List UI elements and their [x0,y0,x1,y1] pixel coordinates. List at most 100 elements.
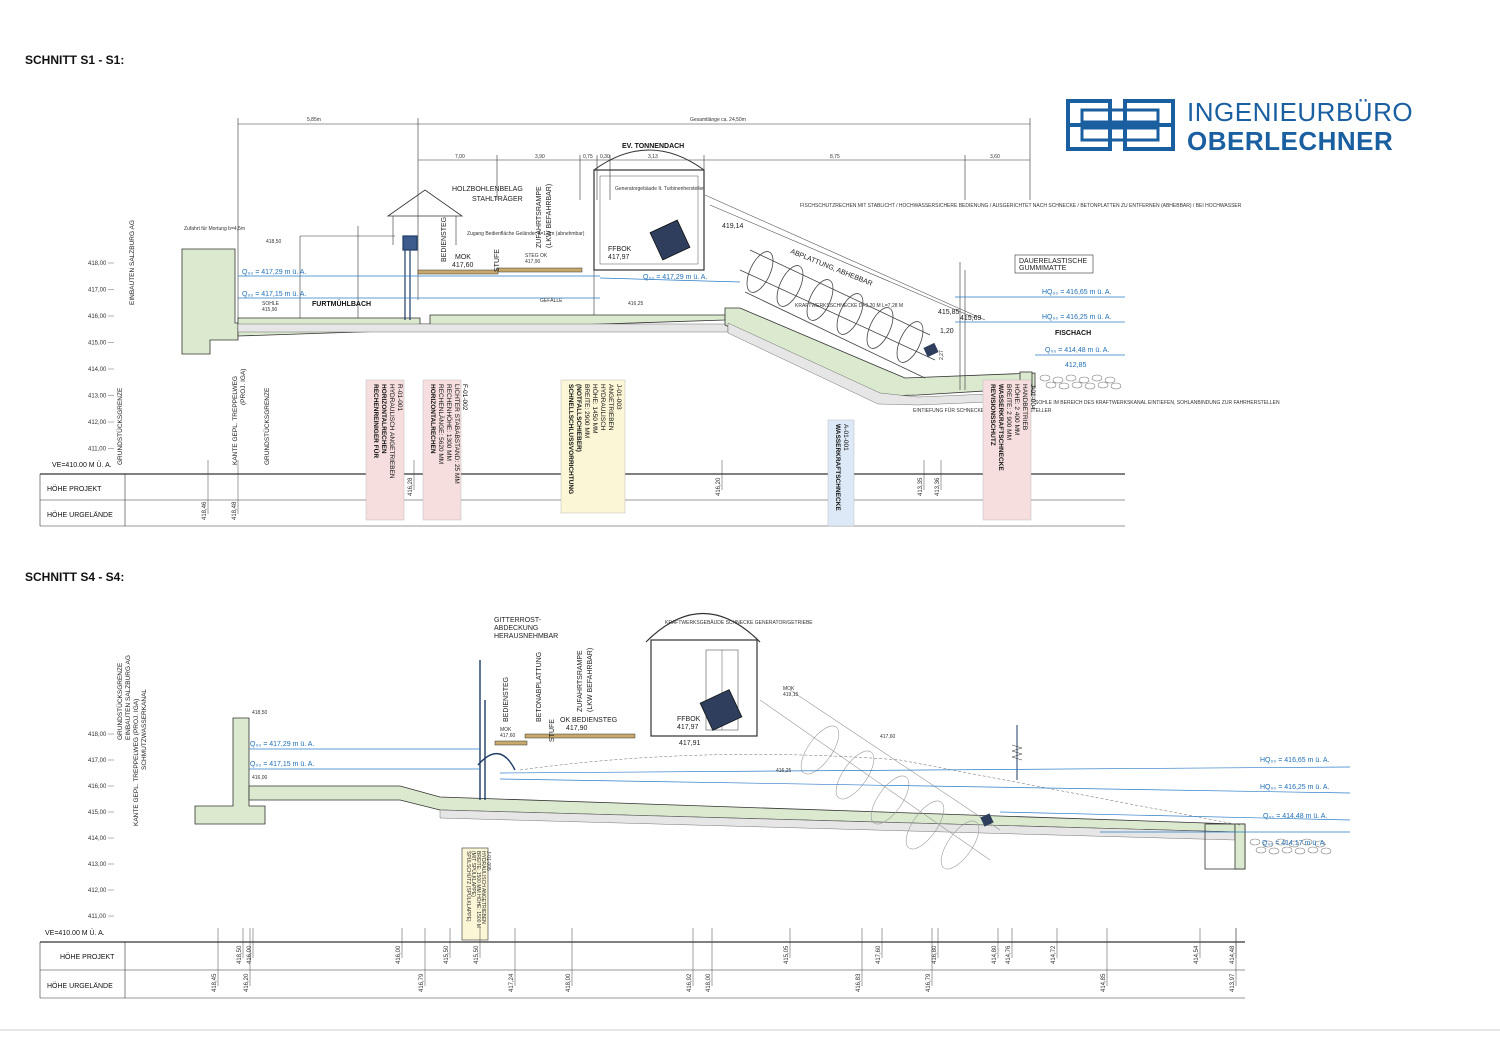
s2-hq2: HQ₀₀ = 416,25 m ü. A. [1260,784,1329,791]
s1-dim-030: 0,30 [600,154,610,160]
s1-furtmuehlbach: FURTMÜHLBACH [312,299,371,308]
s1-box-line: HYDRAULISCH ANGETRIEBEN [388,384,395,479]
s1-grundstueck-right: GRUNDSTÜCKSGRENZE [263,387,271,465]
s2-bediensteg: BEDIENSTEG [503,677,510,722]
section2-title: SCHNITT S4 - S4: [25,570,124,584]
s2-zufahrt1: ZUFAHRTSRAMPE [577,650,584,712]
s1-box-line: REVISIONSSCHUTZ [989,384,996,446]
s1-stufe: STUFE [494,249,501,272]
s1-y-tick: 417,00 [88,288,107,294]
s2-ffbok-val: 417,97 [677,724,699,731]
s2-mok: MOK [783,686,795,692]
logo-mark-icon [1066,99,1175,151]
s1-box-line: RECHENREINIGER FÜR [372,384,381,458]
s2-y-tick: 411,00 [88,914,107,920]
company-logo: INGENIEURBÜRO OBERLECHNER [1066,97,1413,156]
s1-dim-700: 7,00 [455,154,465,160]
s1-zugang: Zugang Bedienfläche Geländer h=1,0m (abn… [467,231,585,237]
s2-mok2: MOK [500,727,512,733]
s1-dim-390: 3,90 [535,154,545,160]
s2-box-line: J-01-005 [485,851,491,871]
s1-component-box [827,419,855,527]
s2-q1: Q₀₀ = 417,29 m ü. A. [250,741,314,748]
s1-box-line: HANDBETRIEB [1021,384,1028,430]
s2-y-tick: 413,00 [88,862,107,868]
s1-dim-313: 3,13 [648,154,658,160]
s2-station-value: 416,79 [926,973,932,992]
s2-elev-41417: Q₀₀ = 414,17 m ü. A. [1262,840,1326,847]
s1-station-value: 418,48 [232,501,238,520]
s1-fischach: FISCHACH [1055,330,1091,337]
s2-okbed: OK BEDIENSTEG [560,717,617,724]
s1-box-line: BREITE: 2 900 MM [1005,384,1012,440]
s1-box-line: HORIZONTALRECHEN [380,384,387,454]
s2-y-tick: 414,00 [88,836,107,842]
s2-box-line: HYDRAULISCH ANGETRIEBEN [480,851,486,924]
s1-box-line: (NOTFALLSCHIEBER) [575,384,582,452]
s2-spuel-box [461,847,489,941]
s1-station-value: 413,36 [935,477,941,496]
s1-box-line: J-01-003 [615,384,622,410]
s1-kante2: (PROJ. IGA) [240,369,247,405]
s1-water-lines [238,275,1125,356]
s1-q3: Q₀₀ = 417,29 m ü. A. [643,274,707,281]
s2-station-value: 417,24 [509,973,515,992]
s1-station-value: 416,28 [408,477,414,496]
s1-q1: Q₀₀ = 417,29 m ü. A. [242,269,306,276]
s2-profile-table [0,941,1500,1031]
s2-station-value: 415,50 [474,945,480,964]
s1-ve: VE=410.00 M Ü. A. [52,461,112,469]
s2-labels: GITTERROST- ABDECKUNG HERAUSNEHMBAR BEDI… [116,617,1326,847]
s1-note-block: FISCHSCHUTZRECHEN MIT STABLICHT / HOCHWA… [800,203,1242,209]
s1-stahltraeger: STAHLTRÄGER [472,195,523,203]
s1-sohle: SOHLE [262,301,280,307]
s1-einbauten: EINBAUTEN SALZBURG AG [129,220,136,305]
s1-sohle-note: SOHLE IM BEREICH DES KRAFTWERKSKANAL EIN… [1035,400,1280,406]
s2-station-value: 414,72 [1051,945,1057,964]
s2-station-value: 414,54 [1194,945,1200,964]
s1-box-line: HÖHE: 2 400 MM [1013,384,1021,435]
s1-kante1: KANTE GEPL. TREPPELWEG [232,376,239,465]
s1-elev-41914: 419,14 [722,223,744,230]
s1-component-box [560,379,626,514]
s1-bediensteg: BEDIENSTEG [441,217,448,262]
s1-eintiefung: EINTIEFUNG FÜR SCHNECKE LT. TURBINENHERS… [913,407,1052,414]
s1-y-tick: 415,00 [88,341,107,347]
s2-kante: KANTE GEPL. TREPPELWEG (PROJ. IGA) [133,699,140,826]
s1-dim-360: 3,60 [990,154,1000,160]
s1-stegok-val: 417,90 [525,259,541,265]
s2-ve: VE=410.00 M Ü. A. [45,929,105,937]
s1-elev-41625: 416,25 [628,301,644,307]
s1-kraftwerk: KRAFTWERKSSCHNECKE D=3,20 M L=7,28 M [795,303,903,309]
s2-station-value: 414,85 [1101,973,1107,992]
s2-station-value: 415,50 [444,945,450,964]
s2-station-value: 414,76 [1006,945,1012,964]
s1-elev-41850: 418,50 [266,239,282,245]
s2-station-value: 418,45 [212,973,218,992]
s1-box-line: R-01-001 [396,384,403,411]
s1-generator: Generatorgebäude It. Turbinenhersteller [615,186,704,192]
s1-zufahrt1: ZUFAHRTSRAMPE [536,186,543,248]
s2-station-value: 416,92 [687,973,693,992]
s1-box-line: HORIZONTALRECHEN [429,384,436,454]
s2-dach-note: KRAFTWERKSGEBÄUDE SCHNECKE GENERATOR/GET… [665,619,813,626]
s2-zufahrt2: (LKW BEFAHRBAR) [587,648,594,712]
s1-component-box [365,379,405,521]
s2-station-value: 418,00 [566,973,572,992]
s1-tonnendach: EV. TONNENDACH [622,143,684,150]
s2-box-line: (MIT SPÜLKLAPPE) [470,851,477,897]
s2-gitterrost2: ABDECKUNG [494,625,538,632]
s2-y-axis: 418,00417,00416,00415,00414,00413,00412,… [88,732,114,920]
s2-station-value: 413,97 [1230,973,1236,992]
s2-station-value: 414,80 [992,945,998,964]
s1-dauer-box [1014,254,1094,274]
s1-holzbohlen: HOLZBOHLENBELAG [452,186,523,193]
s1-box-line: ANGETRIEBEN [607,384,614,431]
s1-row-projekt: HÖHE PROJEKT [47,485,102,493]
s1-y-axis: 418,00417,00416,00415,00414,00413,00412,… [88,261,114,453]
s2-station-value: 418,50 [237,945,243,964]
s1-hq1: HQ₀₀ = 416,65 m ü. A. [1042,289,1111,296]
